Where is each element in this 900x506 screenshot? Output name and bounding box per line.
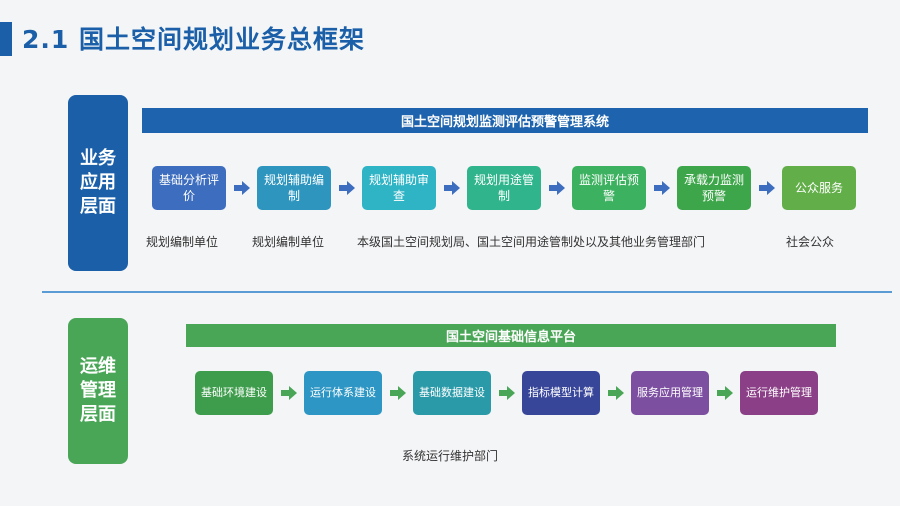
side-label-operations: 运维管理层面 <box>68 318 128 464</box>
operations-flow: 基础环境建设 运行体系建设 基础数据建设 指标模型计算 服务应用管理 运行维护管… <box>195 371 818 415</box>
ops-arrow-icon <box>382 371 413 415</box>
flow-step: 承载力监测预警 <box>677 166 751 210</box>
side-label-operations-text: 运维管理层面 <box>80 356 116 425</box>
flow-arrow-icon <box>436 166 467 210</box>
ops-step: 基础数据建设 <box>413 371 491 415</box>
flow-step: 公众服务 <box>782 166 856 210</box>
flow-arrow-icon <box>541 166 572 210</box>
ops-step: 指标模型计算 <box>522 371 600 415</box>
page-title: 2.1 国土空间规划业务总框架 <box>22 25 365 54</box>
ops-arrow-icon <box>273 371 304 415</box>
banner-monitoring-system: 国土空间规划监测评估预警管理系统 <box>142 108 868 133</box>
side-label-business: 业务应用层面 <box>68 95 128 271</box>
flow-step: 监测评估预警 <box>572 166 646 210</box>
flow-arrow-icon <box>751 166 782 210</box>
flow-step: 基础分析评价 <box>152 166 226 210</box>
ops-step: 运行维护管理 <box>740 371 818 415</box>
maintenance-dept-label: 系统运行维护部门 <box>401 449 498 463</box>
flow-arrow-icon <box>331 166 362 210</box>
ops-arrow-icon <box>600 371 631 415</box>
flow-step: 规划辅助审查 <box>362 166 436 210</box>
ops-step: 运行体系建设 <box>304 371 382 415</box>
flow-arrow-icon <box>226 166 257 210</box>
unit-label: 规划编制单位 <box>252 235 325 249</box>
ops-arrow-icon <box>491 371 522 415</box>
flow-step: 规划用途管制 <box>467 166 541 210</box>
banner-info-platform: 国土空间基础信息平台 <box>186 324 836 347</box>
section-divider <box>42 291 892 293</box>
flow-arrow-icon <box>646 166 677 210</box>
ops-arrow-icon <box>709 371 740 415</box>
unit-label: 本级国土空间规划局、国土空间用途管制处以及其他业务管理部门 <box>357 235 706 249</box>
side-label-business-text: 业务应用层面 <box>80 148 116 217</box>
business-flow: 基础分析评价 规划辅助编制 规划辅助审查 规划用途管制 监测评估预警 承载力监测… <box>152 166 856 210</box>
ops-step: 服务应用管理 <box>631 371 709 415</box>
title-accent-bar <box>0 22 12 56</box>
flow-step: 规划辅助编制 <box>257 166 331 210</box>
unit-label: 社会公众 <box>786 235 835 249</box>
ops-step: 基础环境建设 <box>195 371 273 415</box>
unit-label: 规划编制单位 <box>146 235 219 249</box>
